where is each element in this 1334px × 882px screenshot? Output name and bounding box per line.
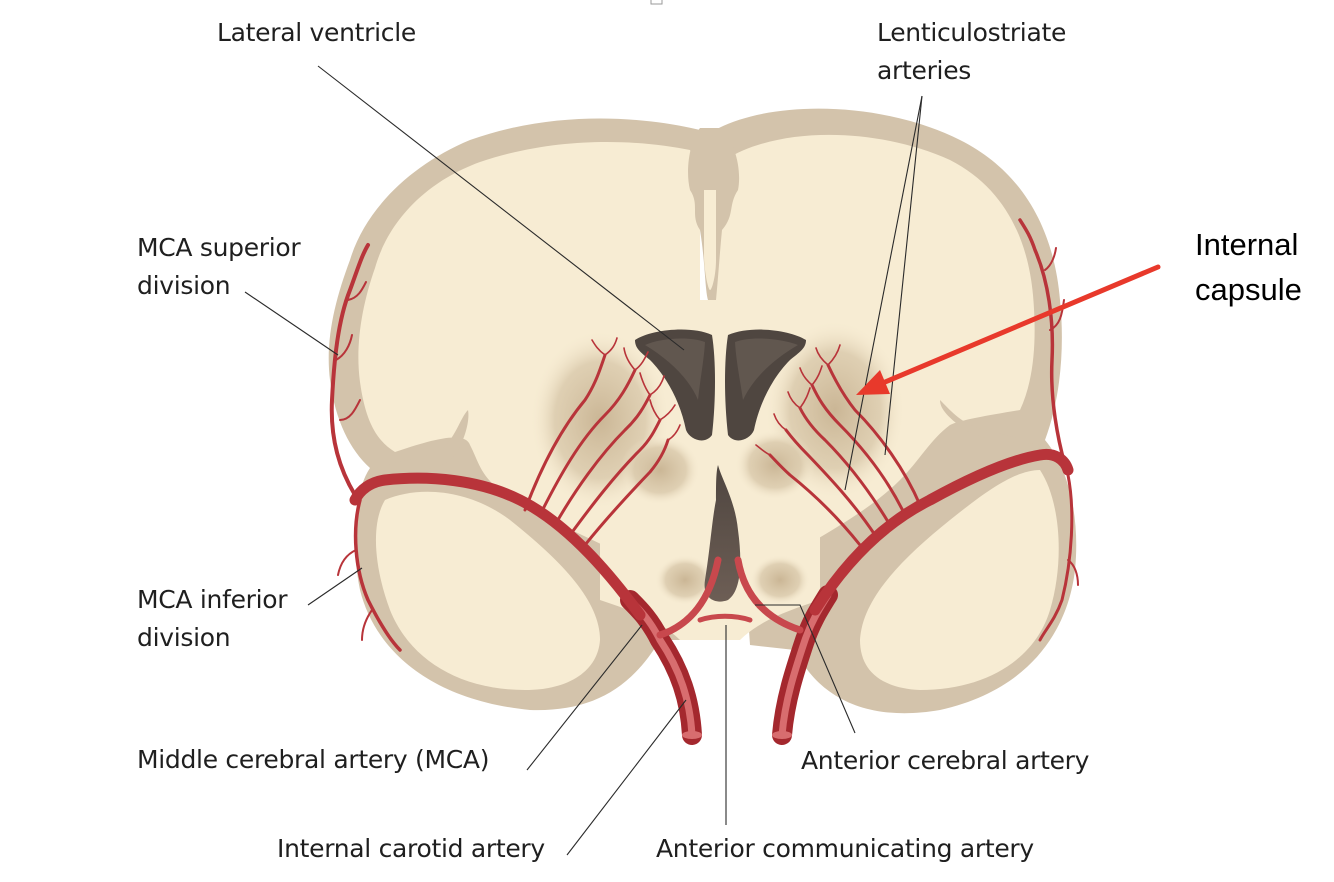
left-middle-cerebral-artery (349, 472, 646, 621)
left-temporal-lobe (375, 491, 600, 690)
basal-ganglia (530, 320, 905, 605)
right-sylvian-fissure (940, 400, 1045, 445)
right-anterior-cerebral-artery (734, 556, 804, 634)
left-mca-superior-division (329, 243, 370, 497)
leader-lenticulostriate-2 (884, 95, 923, 456)
left-mca-inferior-division (353, 498, 402, 652)
arteries (329, 218, 1079, 745)
left-thalamic-shading (620, 435, 700, 505)
label-anterior-cerebral-artery: Anterior cerebral artery (801, 746, 1090, 775)
leader-lenticulostriate-1 (844, 95, 923, 491)
left-lenticulostriate-arteries (523, 337, 681, 547)
right-middle-cerebral-artery (809, 448, 1074, 616)
leader-mca (526, 624, 643, 771)
right-lenticulostriate-arteries (755, 344, 922, 547)
leader-anterior-cerebral (755, 604, 856, 734)
leader-internal-carotid (566, 699, 687, 856)
label-mca-inferior-division: MCA inferior division (137, 585, 288, 652)
label-internal-capsule: Internal capsule (1195, 227, 1302, 307)
left-hypothalamic-shading (655, 555, 715, 605)
internal-capsule-arrow (856, 264, 1161, 395)
label-internal-carotid-artery: Internal carotid artery (277, 834, 545, 863)
leader-lines (244, 65, 923, 856)
label-lateral-ventricle: Lateral ventricle (217, 18, 416, 47)
right-hypothalamic-shading (750, 555, 810, 605)
label-mca-superior-division: MCA superior division (137, 233, 301, 300)
left-anterior-cerebral-artery (656, 556, 722, 639)
left-sylvian-fissure (370, 410, 469, 471)
right-mca-inferior-division (1038, 473, 1074, 642)
right-mca-superior-division (1018, 218, 1067, 467)
right-temporal-lobe (860, 470, 1059, 690)
leader-mca-superior (244, 291, 339, 356)
bookmark-icon (650, 0, 663, 5)
lateral-ventricles (635, 329, 806, 441)
anterior-communicating-artery (697, 613, 753, 623)
leader-mca-inferior (307, 567, 363, 606)
leader-lateral-ventricle (317, 65, 685, 351)
right-thalamic-shading (735, 430, 815, 500)
label-lenticulostriate-arteries: Lenticulostriate arteries (877, 18, 1067, 85)
label-middle-cerebral-artery: Middle cerebral artery (MCA) (137, 745, 490, 774)
label-anterior-communicating-artery: Anterior communicating artery (656, 834, 1034, 863)
